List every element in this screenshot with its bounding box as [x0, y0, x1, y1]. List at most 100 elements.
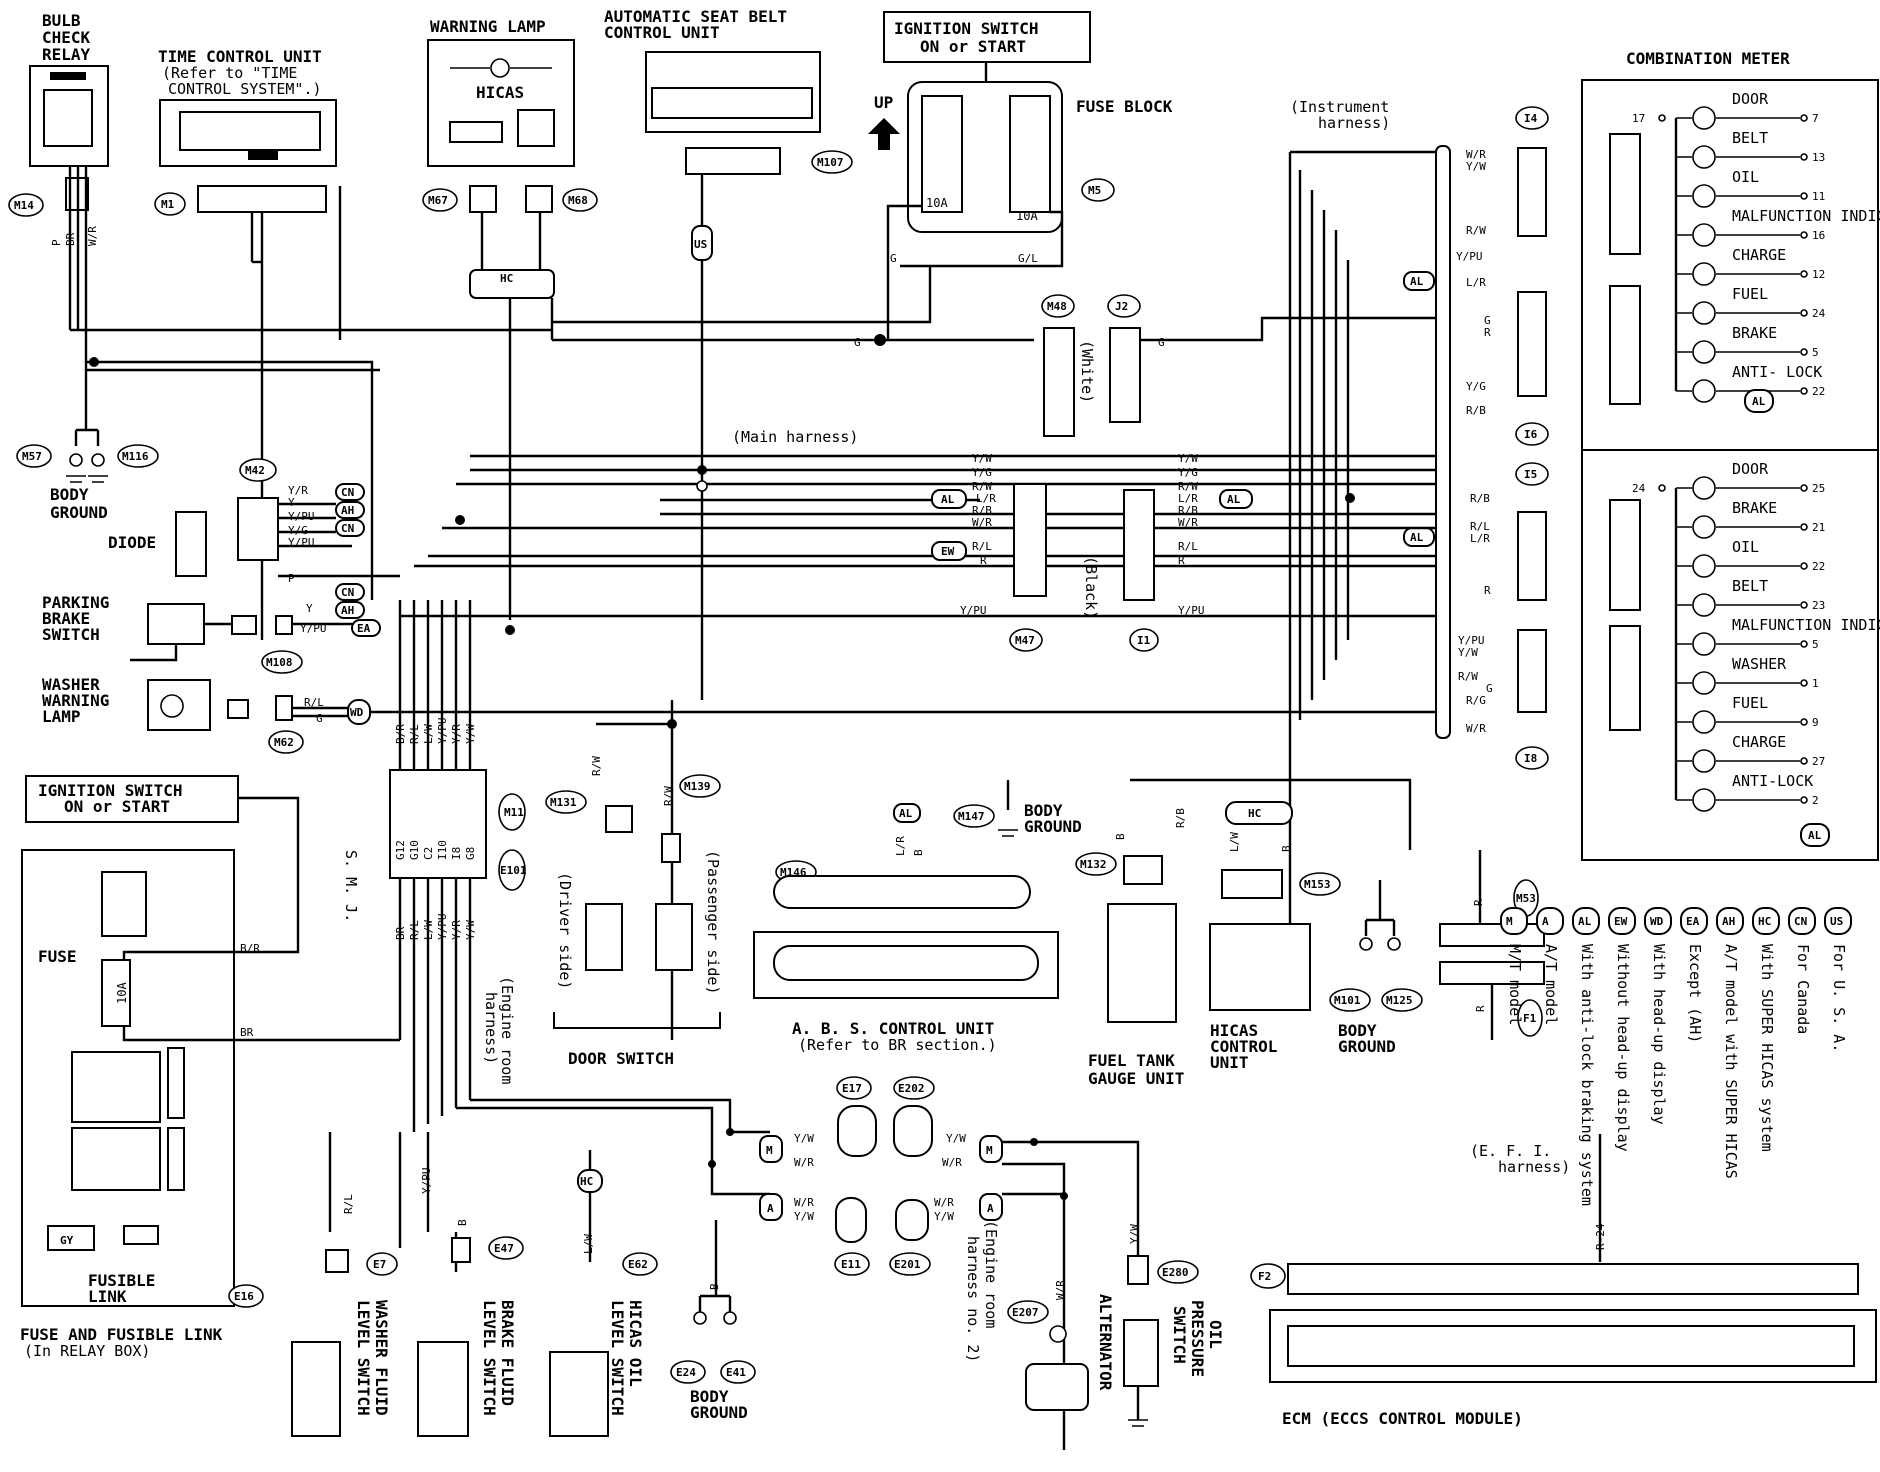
- passenger-door-switch: [655, 903, 693, 971]
- m1-connector: [197, 185, 327, 213]
- oil-pressure-switch: [1123, 1319, 1159, 1387]
- meter_upper-row-pin: 16: [1812, 229, 1825, 242]
- legend-code-badge: [1680, 907, 1708, 935]
- hicas-connector-right: [517, 109, 555, 147]
- i8-connector-group: I8 Y/PU Y/W R/W G R/G W/R: [1458, 629, 1549, 770]
- connector-tag-e17: [836, 1076, 872, 1100]
- connector-m67: M67: [428, 194, 448, 207]
- connector-tag-e62: [622, 1252, 658, 1276]
- meter_upper-pin-terminal: [1800, 192, 1808, 200]
- smj-pin-4: I10: [436, 840, 449, 860]
- efi-wires: [1478, 850, 1494, 1040]
- main-right-wire-9: Y/PU: [1178, 604, 1205, 617]
- relay-tab: [50, 72, 86, 80]
- connector-e17: E17: [842, 1082, 862, 1095]
- connector-e101: E101: [500, 864, 527, 877]
- meter_lower-row-pin: 2: [1812, 794, 1819, 807]
- connector-m153: M153: [1304, 878, 1331, 891]
- meter_upper-input-pin: 17: [1632, 112, 1645, 125]
- al-code-meter-upper: AL: [1752, 395, 1766, 408]
- legend-code: AL: [1578, 915, 1592, 928]
- i8-wire-5: R/G: [1466, 694, 1486, 707]
- connector-tag-m11: [498, 793, 526, 831]
- e24-ground-wires: [698, 1220, 732, 1312]
- i4-wire-4: Y/PU: [1456, 250, 1483, 263]
- relay-body: [29, 65, 109, 167]
- combination-meter-frame: [1581, 79, 1879, 861]
- junction-dot-m1: [697, 465, 707, 475]
- door-wire-rw2: R/W: [662, 786, 675, 806]
- i8-wire-4: G: [1486, 682, 1493, 695]
- junction-dot-m5: [505, 625, 515, 635]
- meter_lower-lamp-icon: [1692, 476, 1716, 500]
- al-code-meter-lower: AL: [1808, 829, 1822, 842]
- al-code-main-right: AL: [1227, 493, 1241, 506]
- junction-open-m3: [696, 480, 708, 492]
- fuel-tank-feed: [1130, 778, 1412, 850]
- connector-f1: F1: [1523, 1012, 1537, 1025]
- main-left-wire-3: R/W: [972, 480, 992, 493]
- m42-wire-1: Y/R: [288, 484, 308, 497]
- j2-wire: [1140, 316, 1440, 342]
- connector-tag-i1: [1129, 628, 1159, 652]
- hicas-oil-2: LEVEL SWITCH: [608, 1300, 627, 1416]
- main-right-wire-8: R: [1178, 554, 1185, 567]
- instrument-harness: (Instrument harness) AL AL: [1288, 98, 1451, 1000]
- cn-code-1: CN: [341, 486, 354, 499]
- connector-tag-i8: [1515, 746, 1549, 770]
- i8-wire-3: R/W: [1458, 670, 1478, 683]
- fuse-bank-1: [71, 1051, 161, 1123]
- diode-m42: DIODE M42 Y/R Y Y/PU Y/G Y/PU P CN AH CN: [108, 458, 400, 585]
- connector-tag-m14: [8, 193, 44, 217]
- m132-connector: [1123, 855, 1163, 885]
- legend-text: A/T model: [1542, 944, 1560, 1025]
- main-right-wire-5: R/B: [1178, 504, 1198, 517]
- e11-wire-yw: Y/W: [794, 1210, 814, 1223]
- meter_lower-pin-terminal: [1800, 523, 1808, 531]
- fuse-wire-gl: G/L: [1018, 252, 1038, 265]
- meter_upper-row-label: MALFUNCTION INDICATUR: [1732, 207, 1880, 225]
- m42-wire-3: Y/PU: [288, 510, 315, 523]
- connector-tag-m5: [1081, 178, 1115, 202]
- washer-lamp-3: LAMP: [42, 707, 81, 726]
- fuse-10a-left: 10A: [926, 196, 948, 210]
- us-marker: [691, 225, 713, 261]
- fuel-tank-1: FUEL TANK: [1088, 1051, 1175, 1070]
- main-left-wire-5: R/B: [972, 504, 992, 517]
- legend-code-badge: [1608, 907, 1636, 935]
- ground-lug-1: [69, 453, 83, 467]
- smj-pin-2: G10: [408, 840, 421, 860]
- meter_lower-row-label: OIL: [1732, 538, 1759, 556]
- e17-junction-2: [708, 1160, 716, 1168]
- fuel-wire-b: B: [1114, 833, 1127, 840]
- parking-brake-2: BRAKE: [42, 609, 90, 628]
- wl-wire-g: G: [316, 712, 323, 725]
- connector-tag-m42: [239, 458, 277, 482]
- meter_upper-pin-terminal: [1800, 231, 1808, 239]
- washer-lamp-bulb: [160, 694, 184, 718]
- connector-tag-m68: [562, 188, 598, 212]
- legend-code-badge: [1572, 907, 1600, 935]
- harness-bundle: [1435, 145, 1451, 739]
- warning-lamp-bulb: [490, 58, 510, 78]
- connector-tag-m57: [16, 444, 52, 468]
- m62-connector: [275, 695, 293, 721]
- connector-tag-m125: [1381, 988, 1423, 1012]
- hc-junction: [469, 269, 555, 299]
- i5-connector-group: I5 R/B R/L L/R R: [1470, 462, 1549, 601]
- i5-wire-1: R/B: [1470, 492, 1490, 505]
- connector-m48: M48: [1047, 300, 1067, 313]
- connector-m108: M108: [266, 656, 293, 669]
- i8-wire-1: Y/PU: [1458, 634, 1485, 647]
- m125-lug: [1387, 937, 1401, 951]
- up-arrow-icon: [868, 118, 900, 150]
- meter_upper-row-label: ANTI- LOCK: [1732, 363, 1822, 381]
- connector-e16: E16: [234, 1290, 254, 1303]
- meter-upper-pinblock-1: [1609, 133, 1641, 255]
- r24-label: R-24: [1594, 1223, 1607, 1250]
- meter_upper-lamp-icon: [1692, 223, 1716, 247]
- cn-code-2: CN: [341, 522, 354, 535]
- ignition-switch-top-2: ON or START: [920, 37, 1026, 56]
- m53-wire-r: R: [1472, 899, 1485, 906]
